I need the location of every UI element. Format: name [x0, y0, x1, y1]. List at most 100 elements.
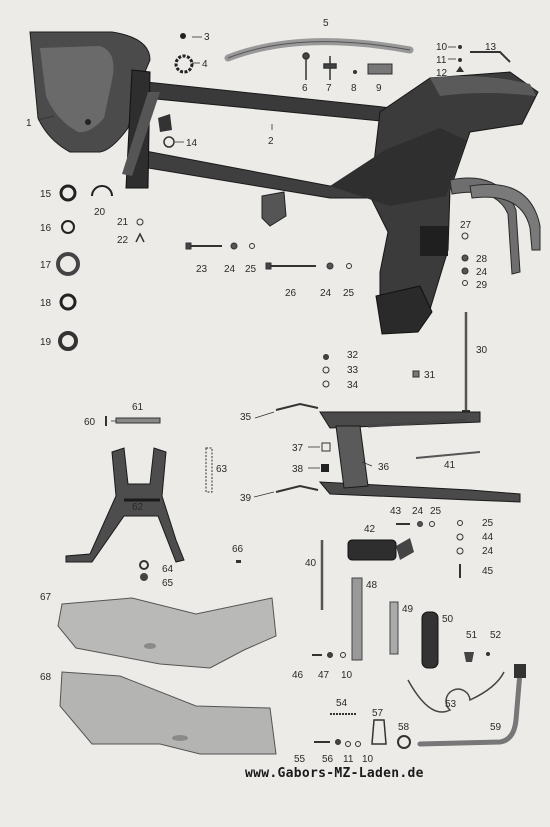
callout-60: 60: [84, 417, 96, 428]
callout-44: 44: [482, 532, 494, 543]
callout-51: 51: [466, 630, 478, 641]
callout-13: 13: [485, 42, 497, 53]
callout-1: 1: [26, 118, 32, 129]
callout-58: 58: [398, 722, 410, 733]
fairing-hole: [85, 119, 91, 125]
callout-37: 37: [292, 443, 304, 454]
callout-11-bottom: 11: [343, 754, 354, 765]
callout-52: 52: [490, 630, 502, 641]
bottom-right-parts: [314, 664, 526, 749]
swing-arm-assembly: [275, 402, 521, 578]
callout-42: 42: [364, 524, 376, 535]
callout-46: 46: [292, 670, 304, 681]
callout-25-d: 25: [482, 518, 494, 529]
parts-46-47-10: [312, 652, 346, 658]
part-10-washer: [458, 45, 462, 49]
frame-rear-mount: [375, 285, 433, 335]
callout-38: 38: [292, 464, 304, 475]
frame-assembly: [29, 31, 541, 335]
callout-18: 18: [40, 298, 52, 309]
left-rings: [56, 184, 145, 351]
callout-55: 55: [294, 754, 306, 765]
callout-31: 31: [424, 370, 436, 381]
callout-66: 66: [232, 544, 244, 555]
parts-55-56-11-10: [314, 739, 361, 747]
callout-65: 65: [162, 578, 174, 589]
callout-21: 21: [117, 217, 129, 228]
part-13-lever: [470, 51, 511, 63]
part-16-ring: [61, 220, 75, 234]
swing-arm-cross: [335, 425, 369, 489]
parts-6-7-bolts: [302, 52, 337, 80]
callout-56: 56: [322, 754, 334, 765]
part-53-cable-loop: [407, 671, 505, 713]
center-stand: [65, 416, 241, 581]
part-65-ring: [140, 573, 148, 581]
callout-17: 17: [40, 260, 52, 271]
part-42-bracket: [396, 538, 414, 560]
part-42-footrest-rubber: [347, 539, 397, 561]
part-22-pin: [135, 232, 145, 243]
callout-22: 22: [117, 235, 129, 246]
part-51-cap: [464, 652, 474, 662]
callout-36: 36: [378, 462, 390, 473]
part-59-end: [514, 664, 526, 678]
part-3-grommet: [180, 33, 186, 39]
swing-arm-top: [319, 411, 481, 429]
frame-seat-rail: [430, 76, 536, 96]
part-11-washer: [458, 58, 462, 62]
callout-20: 20: [94, 207, 106, 218]
callout-12: 12: [436, 68, 448, 79]
part-68-side-cover: [59, 671, 277, 755]
callout-23: 23: [196, 264, 208, 275]
rear-loop-tubes-2: [469, 183, 541, 251]
part-57-clip: [371, 719, 387, 745]
part-64-ring: [139, 560, 149, 570]
callout-24-a: 24: [224, 264, 236, 275]
frame-diagonal-tube: [122, 92, 160, 176]
callout-19: 19: [40, 337, 52, 348]
part-41-axle: [415, 451, 481, 459]
callout-14: 14: [186, 138, 198, 149]
callout-27: 27: [460, 220, 472, 231]
callout-41: 41: [444, 460, 456, 471]
callout-32: 32: [347, 350, 359, 361]
callout-67: 67: [40, 592, 52, 603]
callout-26: 26: [285, 288, 297, 299]
callout-6: 6: [302, 83, 308, 94]
callout-5: 5: [323, 18, 329, 29]
part-37-pin: [321, 442, 331, 452]
callout-15: 15: [40, 189, 52, 200]
part-39-bracket: [275, 484, 319, 493]
callout-9: 9: [376, 83, 382, 94]
part-19-ring: [58, 331, 78, 351]
callout-45: 45: [482, 566, 494, 577]
part-68-boss: [172, 735, 188, 741]
frame-tank-slot: [420, 226, 448, 256]
part-52-nut: [486, 652, 490, 656]
part-61-pin: [115, 417, 161, 424]
callout-48: 48: [366, 580, 378, 591]
callout-16: 16: [40, 223, 52, 234]
callout-47: 47: [318, 670, 330, 681]
part-5-outline: [227, 41, 411, 59]
part-49-tube: [389, 601, 399, 655]
part-50-grip: [421, 611, 439, 669]
part-4-gear-ring: [174, 54, 194, 74]
callout-11-top: 11: [436, 55, 447, 66]
part-20-clip: [91, 185, 113, 197]
part-38-bush: [321, 464, 329, 472]
part-59-lever: [417, 669, 523, 747]
part-35-bracket: [275, 402, 319, 411]
part-14-ring: [163, 136, 175, 148]
side-covers: [57, 597, 277, 755]
callout-50: 50: [442, 614, 454, 625]
callout-62: 62: [132, 502, 144, 513]
callout-40: 40: [305, 558, 317, 569]
callout-33: 33: [347, 365, 359, 376]
callout-7: 7: [326, 83, 332, 94]
callout-30: 30: [476, 345, 488, 356]
leader-lines: [37, 36, 456, 498]
part-15-ring: [59, 184, 77, 202]
lower-middle-parts: [312, 538, 490, 669]
